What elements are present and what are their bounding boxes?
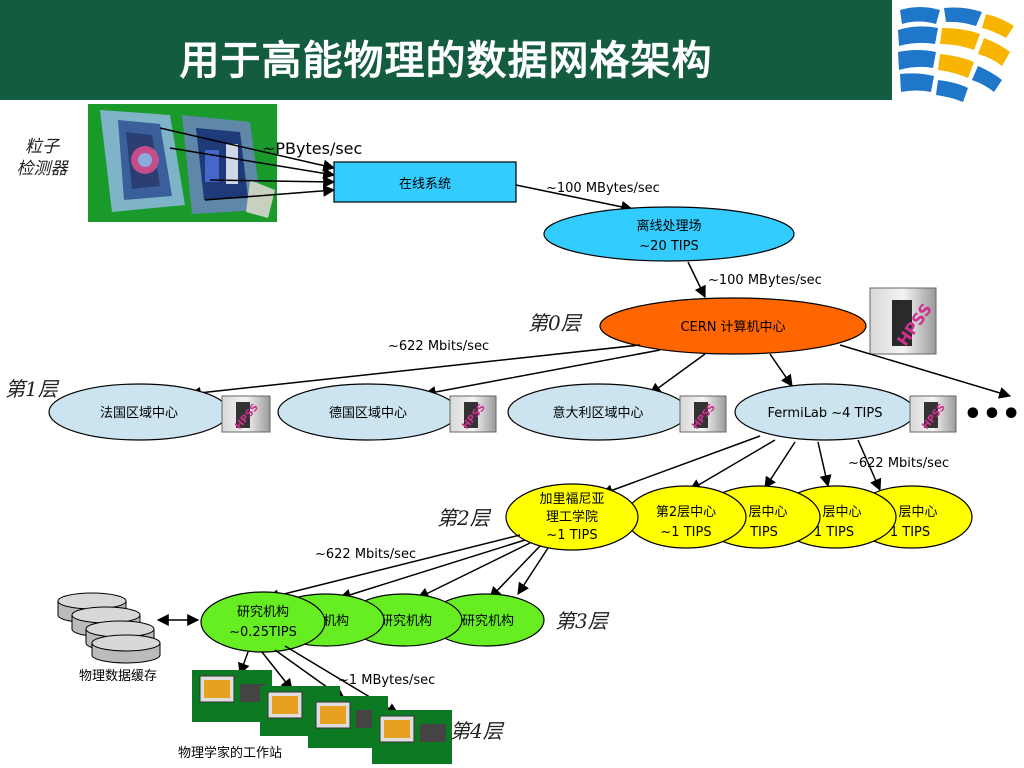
fermilab-tier2-links: [600, 435, 882, 496]
tier1-germany-label: 德国区域中心: [329, 406, 407, 421]
data-cache-icon: [57, 592, 161, 664]
cern-tier1-links: [188, 344, 1012, 399]
tier1-fermilab-label: FermiLab ~4 TIPS: [768, 406, 883, 421]
svg-text:~1 TIPS: ~1 TIPS: [546, 528, 597, 543]
svg-text:1 TIPS: 1 TIPS: [814, 525, 854, 540]
hpss-icon-fermilab: HPSS: [909, 395, 957, 433]
tier2-centers: 层中心 1 TIPS 层中心 1 TIPS 层中心 TIPS 第2层中心 ~1 …: [505, 483, 973, 551]
svg-text:机构: 机构: [323, 614, 349, 629]
caltech-tier3-links: [266, 534, 549, 602]
cern-center: [599, 297, 867, 355]
online-system-box: [333, 161, 517, 203]
tier3-label: 第3层: [555, 609, 610, 633]
rate-622-caltech: ~622 Mbits/sec: [315, 547, 416, 562]
workstations-label: 物理学家的工作站: [178, 745, 282, 761]
detector-label-line2: 检测器: [17, 159, 70, 179]
rate-1-institute: ~1 MBytes/sec: [338, 673, 435, 688]
cern-prefix: CERN: [680, 320, 716, 335]
svg-text:TIPS: TIPS: [749, 525, 778, 540]
svg-text:层中心: 层中心: [822, 505, 861, 520]
svg-text:1 TIPS: 1 TIPS: [890, 525, 930, 540]
tier3-institutes: 研究机构 研究机构 机构 研究机构 ~0.25TIPS: [200, 591, 545, 653]
more-ellipsis: •••: [963, 397, 1021, 432]
detector-arrows: [159, 127, 336, 201]
svg-text:理工学院: 理工学院: [546, 509, 598, 525]
logo: [898, 7, 1014, 102]
tier3-institute-1: [200, 591, 326, 653]
offline-farm-line2: ~20 TIPS: [639, 239, 698, 254]
rate-100-offline: ~100 MBytes/sec: [708, 273, 822, 288]
hpss-icon-france: HPSS: [221, 395, 271, 433]
page-title: 用于高能物理的数据网格架构: [179, 38, 713, 84]
detector-label-line1: 粒子: [25, 137, 60, 157]
tier1-france-label: 法国区域中心: [100, 406, 178, 421]
online-system-label: 在线系统: [399, 177, 451, 192]
workstation-icons: [192, 670, 452, 764]
tier1-italy-label: 意大利区域中心: [552, 405, 643, 421]
tier2-label: 第2层: [437, 506, 492, 530]
hpss-icon-germany: HPSS: [449, 395, 497, 433]
hpss-icon-italy: HPSS: [679, 395, 727, 433]
svg-text:研究机构: 研究机构: [380, 614, 432, 629]
rate-100-online: ~100 MBytes/sec: [546, 181, 660, 196]
svg-text:层中心: 层中心: [898, 505, 937, 520]
tier4-label: 第4层: [450, 719, 505, 743]
tier0-label: 第0层: [528, 311, 583, 335]
offline-farm: [543, 206, 795, 262]
tier1-label: 第1层: [5, 377, 60, 401]
rate-622-fermilab: ~622 Mbits/sec: [848, 456, 949, 471]
offline-farm-line1: 离线处理场: [636, 218, 701, 234]
data-cache-label: 物理数据缓存: [79, 669, 157, 684]
svg-text:加里福尼亚: 加里福尼亚: [539, 492, 604, 507]
svg-text:研究机构: 研究机构: [237, 605, 289, 620]
rate-pbytes: ~PBytes/sec: [262, 139, 362, 158]
rate-622-cern: ~622 Mbits/sec: [388, 339, 489, 354]
tier2-caltech: [505, 483, 639, 551]
svg-text:~1 TIPS: ~1 TIPS: [660, 525, 711, 540]
cern-name: 计算机中心: [721, 320, 786, 335]
svg-text:第2层中心: 第2层中心: [656, 505, 716, 520]
detector-image: [88, 104, 277, 222]
title-bar: 用于高能物理的数据网格架构: [0, 0, 892, 100]
svg-text:层中心: 层中心: [748, 505, 787, 520]
cern-label: CERN 计算机中心: [680, 320, 785, 335]
hpss-icon-cern: HPSS: [869, 287, 937, 355]
svg-text:研究机构: 研究机构: [462, 614, 514, 629]
svg-text:~0.25TIPS: ~0.25TIPS: [229, 625, 297, 640]
tier1-centers: 法国区域中心 德国区域中心 意大利区域中心 FermiLab ~4 TIPS: [48, 383, 916, 441]
